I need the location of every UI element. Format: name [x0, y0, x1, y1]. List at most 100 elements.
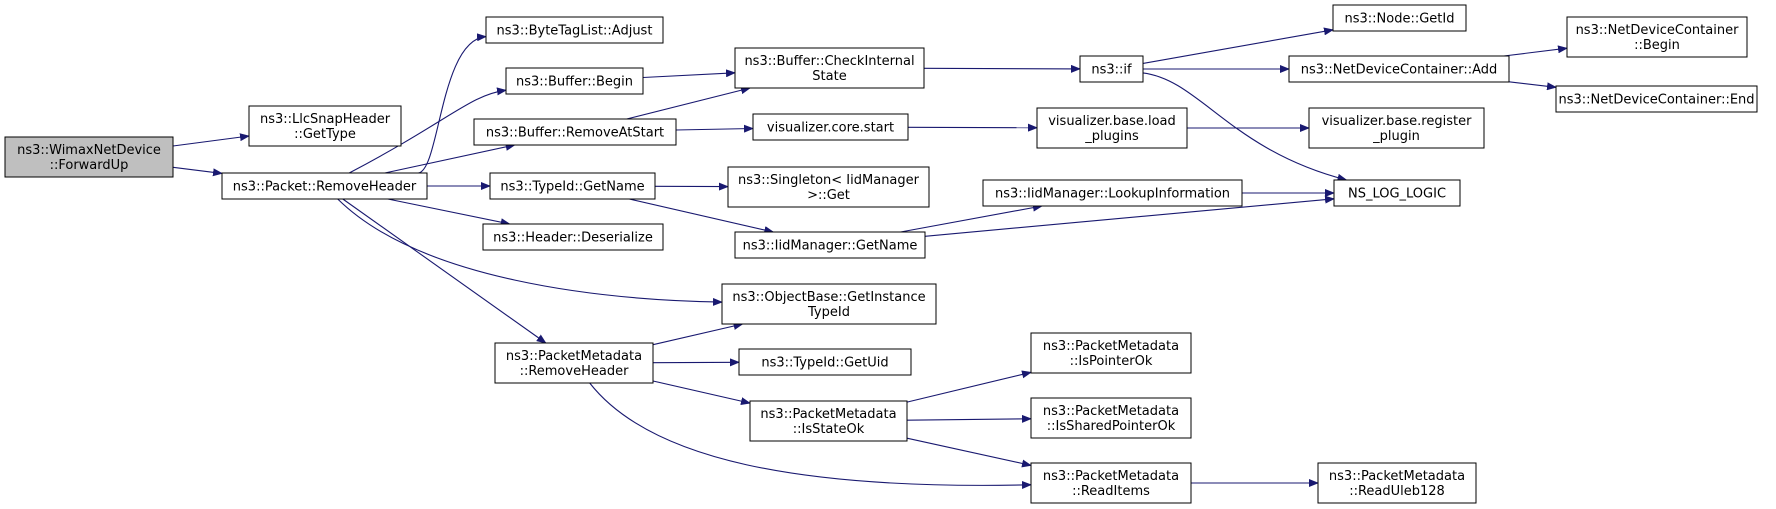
node-pmiso[interactable]: ns3::PacketMetadata::IsStateOk	[749, 400, 908, 442]
node-pmispo[interactable]: ns3::PacketMetadata::IsSharedPointerOk	[1030, 397, 1192, 439]
node-box	[721, 283, 937, 325]
node-box	[1030, 462, 1192, 504]
node-root[interactable]: ns3::WimaxNetDevice::ForwardUp	[4, 136, 174, 178]
node-nll[interactable]: NS_LOG_LOGIC	[1333, 179, 1461, 207]
node-box	[1030, 332, 1192, 374]
node-box	[752, 113, 909, 141]
node-box	[494, 342, 654, 384]
node-box	[1332, 4, 1467, 32]
node-label-line: NS_LOG_LOGIC	[1348, 187, 1446, 202]
node-box	[1030, 397, 1192, 439]
node-ndce[interactable]: ns3::NetDeviceContainer::End	[1555, 85, 1758, 113]
node-label-line: _plugins	[1084, 129, 1139, 144]
node-label-line: ns3::Singleton< IidManager	[738, 173, 920, 188]
node-label-line: ::IsStateOk	[793, 422, 865, 437]
edge-rh-to-bras	[384, 142, 516, 174]
node-box	[1036, 107, 1188, 149]
node-ndcb[interactable]: ns3::NetDeviceContainer::Begin	[1566, 16, 1748, 58]
edge-tgn-to-iidgn	[629, 198, 775, 234]
node-pmru[interactable]: ns3::PacketMetadata::ReadUleb128	[1317, 462, 1477, 504]
node-label-line: ns3::NetDeviceContainer::End	[1558, 93, 1754, 108]
node-label-line: ns3::LlcSnapHeader	[260, 112, 391, 127]
node-label-line: ns3::IidManager::LookupInformation	[995, 187, 1230, 202]
node-bras[interactable]: ns3::Buffer::RemoveAtStart	[473, 118, 677, 146]
node-label-line: ns3::Header::Deserialize	[493, 231, 653, 246]
node-hd[interactable]: ns3::Header::Deserialize	[482, 223, 664, 251]
edge-pmrh-to-obgit	[652, 322, 744, 346]
node-pmrh[interactable]: ns3::PacketMetadata::RemoveHeader	[494, 342, 654, 384]
node-label-line: ::IsPointerOk	[1070, 354, 1153, 369]
node-label-line: ns3::Buffer::Begin	[516, 75, 633, 90]
node-box	[749, 400, 908, 442]
edge-rh-to-pmrh	[342, 198, 547, 344]
node-label-line: visualizer.base.register	[1322, 114, 1473, 129]
edge-pmiso-to-pmispo	[906, 414, 1032, 423]
node-ngi[interactable]: ns3::Node::GetId	[1332, 4, 1467, 32]
node-box	[221, 172, 428, 200]
edge-nsif-to-nll	[1142, 72, 1348, 182]
node-box	[1308, 107, 1485, 149]
node-box	[489, 172, 656, 200]
node-label-line: ns3::PacketMetadata	[760, 407, 896, 422]
node-label-line: ns3::PacketMetadata	[1043, 404, 1179, 419]
node-pmipo[interactable]: ns3::PacketMetadata::IsPointerOk	[1030, 332, 1192, 374]
node-label-line: ::ReadItems	[1072, 484, 1150, 499]
node-vbrp[interactable]: visualizer.base.register_plugin	[1308, 107, 1485, 149]
node-rh[interactable]: ns3::Packet::RemoveHeader	[221, 172, 428, 200]
node-box	[1288, 55, 1510, 83]
edge-root-to-llc	[172, 133, 250, 147]
node-label-line: ns3::PacketMetadata	[1043, 339, 1179, 354]
node-label-line: ns3::PacketMetadata	[1329, 469, 1465, 484]
node-label-line: ns3::Packet::RemoveHeader	[233, 180, 417, 195]
node-label-line: ns3::TypeId::GetName	[500, 180, 644, 195]
node-box	[248, 105, 402, 147]
node-llc[interactable]: ns3::LlcSnapHeader::GetType	[248, 105, 402, 147]
node-box	[734, 47, 925, 89]
node-label-line: ns3::NetDeviceContainer	[1576, 23, 1740, 38]
node-iidli[interactable]: ns3::IidManager::LookupInformation	[982, 179, 1243, 207]
node-iidgn[interactable]: ns3::IidManager::GetName	[734, 231, 926, 259]
node-tgu[interactable]: ns3::TypeId::GetUid	[738, 348, 912, 376]
node-label-line: visualizer.base.load	[1048, 114, 1176, 129]
edge-iidgn-to-nll	[924, 195, 1335, 237]
edge-iidgn-to-iidli	[900, 203, 1043, 233]
node-label-line: ns3::TypeId::GetUid	[761, 356, 888, 371]
edge-rh-to-bb	[348, 87, 507, 174]
edge-rh-to-bta	[418, 33, 487, 174]
node-box	[982, 179, 1243, 207]
node-box	[505, 67, 644, 95]
node-vblp[interactable]: visualizer.base.load_plugins	[1036, 107, 1188, 149]
node-label-line: ns3::PacketMetadata	[1043, 469, 1179, 484]
node-label-line: State	[812, 69, 846, 84]
node-label-line: ::ReadUleb128	[1349, 484, 1445, 499]
node-nsif[interactable]: ns3::if	[1079, 55, 1144, 83]
node-label-line: ::GetType	[294, 127, 356, 142]
node-label-line: ns3::WimaxNetDevice	[17, 143, 161, 158]
node-label-line: ns3::Buffer::CheckInternal	[744, 54, 914, 69]
node-tgn[interactable]: ns3::TypeId::GetName	[489, 172, 656, 200]
node-pmri[interactable]: ns3::PacketMetadata::ReadItems	[1030, 462, 1192, 504]
edge-pmiso-to-pmipo	[906, 370, 1032, 403]
node-label-line: ns3::ObjectBase::GetInstance	[732, 290, 925, 305]
edge-pmrh-to-pmiso	[652, 380, 751, 406]
node-label-line: ns3::NetDeviceContainer::Add	[1301, 63, 1498, 78]
node-label-line: ::RemoveHeader	[520, 364, 630, 379]
node-box	[727, 166, 930, 208]
edge-rh-to-obgit	[337, 198, 723, 306]
node-ndca[interactable]: ns3::NetDeviceContainer::Add	[1288, 55, 1510, 83]
node-box	[738, 348, 912, 376]
node-label-line: ns3::IidManager::GetName	[743, 239, 918, 254]
node-sg[interactable]: ns3::Singleton< IidManager>::Get	[727, 166, 930, 208]
node-label-line: ns3::if	[1091, 63, 1132, 78]
edge-pmiso-to-pmri	[906, 437, 1032, 468]
node-box	[1566, 16, 1748, 58]
edge-bcis-to-nsif	[923, 64, 1081, 73]
node-vcs[interactable]: visualizer.core.start	[752, 113, 909, 141]
node-box	[4, 136, 174, 178]
edge-bras-to-bcis	[626, 86, 751, 120]
node-bb[interactable]: ns3::Buffer::Begin	[505, 67, 644, 95]
edge-root-to-rh	[172, 166, 223, 177]
node-bta[interactable]: ns3::ByteTagList::Adjust	[485, 16, 664, 44]
